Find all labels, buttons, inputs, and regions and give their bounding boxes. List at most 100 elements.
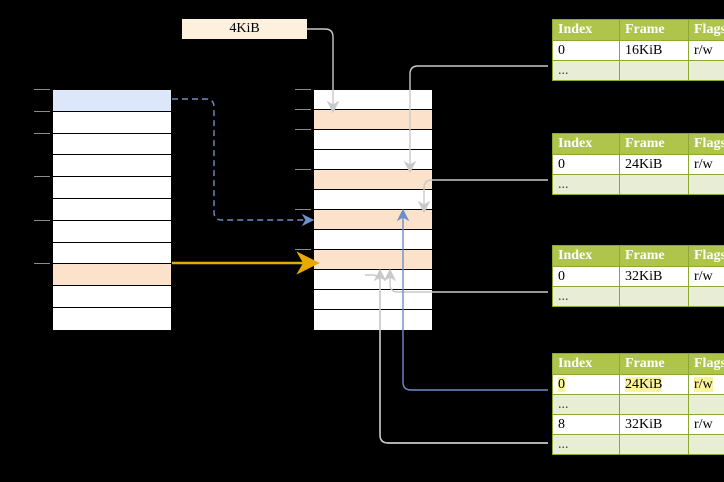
column-header-flags: Flags xyxy=(688,19,724,41)
row-tick-mark xyxy=(295,249,311,250)
table-cell: 32KiB xyxy=(619,414,689,435)
row-tick-mark xyxy=(295,169,311,170)
table-cell: 24KiB xyxy=(619,154,689,175)
table-cell xyxy=(688,394,724,415)
table-cell xyxy=(619,174,689,195)
column-header-index: Index xyxy=(552,353,620,375)
table-cell xyxy=(619,394,689,415)
memory-cell xyxy=(53,307,171,330)
table-cell: 32KiB xyxy=(619,266,689,287)
wire-t2-to-frame xyxy=(417,179,548,214)
table-cell: r/w xyxy=(688,414,724,435)
row-tick-mark xyxy=(295,209,311,210)
column-header-frame: Frame xyxy=(619,133,689,155)
column-header-flags: Flags xyxy=(688,133,724,155)
column-header-index: Index xyxy=(552,133,620,155)
table-cell: r/w xyxy=(688,40,724,61)
column-header-flags: Flags xyxy=(688,353,724,375)
table-cell: r/w xyxy=(688,266,724,287)
memory-cell xyxy=(314,310,432,330)
table-cell: ... xyxy=(552,60,620,81)
memory-cell xyxy=(314,230,432,250)
table-row[interactable]: ... xyxy=(552,394,724,415)
page-size-label-text: 4KiB xyxy=(229,21,260,36)
row-tick-mark xyxy=(34,176,50,178)
memory-cell xyxy=(314,250,432,270)
table-cell: ... xyxy=(552,434,620,455)
memory-cell xyxy=(314,90,432,110)
row-tick-mark xyxy=(34,263,50,265)
memory-cell xyxy=(53,198,171,221)
memory-cell xyxy=(53,220,171,243)
row-tick-mark xyxy=(34,219,50,221)
table-cell: 0 xyxy=(552,154,620,175)
table-cell: 24KiB xyxy=(619,374,689,395)
row-tick-mark xyxy=(34,89,50,90)
memory-cell xyxy=(314,110,432,130)
table-cell: 0 xyxy=(552,40,620,61)
table-cell xyxy=(688,174,724,195)
table-cell: 0 xyxy=(552,374,620,395)
table-cell xyxy=(688,60,724,81)
memory-cell xyxy=(53,133,171,156)
memory-cell xyxy=(314,210,432,230)
memory-cell xyxy=(53,242,171,265)
table-cell: ... xyxy=(552,174,620,195)
table-row[interactable]: ... xyxy=(552,60,724,81)
column-header-frame: Frame xyxy=(619,19,689,41)
table-cell: 8 xyxy=(552,414,620,435)
table-cell: r/w xyxy=(688,154,724,175)
table-cell: 0 xyxy=(552,266,620,287)
table-row[interactable]: ... xyxy=(552,174,724,195)
column-header-index: Index xyxy=(552,245,620,267)
memory-cell xyxy=(53,264,171,287)
table-cell: ... xyxy=(552,286,620,307)
table-cell: r/w xyxy=(688,374,724,395)
row-tick-mark xyxy=(34,132,50,134)
memory-cell xyxy=(314,270,432,290)
table-row[interactable]: ... xyxy=(552,434,724,455)
row-tick-mark xyxy=(295,109,311,110)
memory-cell xyxy=(314,190,432,210)
wire-vpage-to-frame-dashed xyxy=(172,98,315,227)
memory-cell xyxy=(53,90,171,112)
table-cell: ... xyxy=(552,394,620,415)
memory-cell xyxy=(53,286,171,308)
page-size-label: 4KiB xyxy=(182,19,307,39)
table-row[interactable]: ... xyxy=(552,286,724,307)
table-cell xyxy=(619,434,689,455)
physical-memory-column xyxy=(313,89,433,330)
memory-cell xyxy=(314,170,432,190)
row-tick-mark xyxy=(295,129,311,130)
column-header-flags: Flags xyxy=(688,245,724,267)
memory-cell xyxy=(53,155,171,178)
column-header-frame: Frame xyxy=(619,353,689,375)
table-cell xyxy=(688,286,724,307)
table-cell xyxy=(688,434,724,455)
memory-cell xyxy=(314,290,432,310)
memory-cell xyxy=(53,177,171,199)
memory-cell xyxy=(53,111,171,134)
row-tick-mark xyxy=(295,89,311,90)
virtual-memory-column xyxy=(52,89,172,330)
memory-cell xyxy=(314,130,432,150)
column-header-frame: Frame xyxy=(619,245,689,267)
memory-cell xyxy=(314,150,432,170)
column-header-index: Index xyxy=(552,19,620,41)
table-cell xyxy=(619,286,689,307)
row-tick-mark xyxy=(34,110,50,112)
table-cell xyxy=(619,60,689,81)
